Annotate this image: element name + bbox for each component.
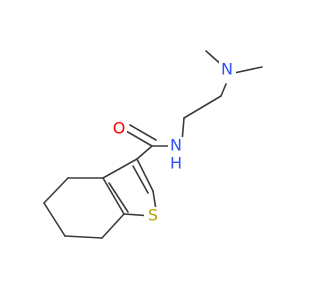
bond-methyl-2: [233, 66, 263, 74]
molecule-structure: O N H N S: [43, 50, 263, 239]
amine-nitrogen-atom-label: N: [221, 60, 233, 79]
molecule-canvas: O N H N S: [43, 50, 263, 239]
bond-thio-1: [102, 158, 138, 179]
bond-fused-1: [102, 177, 125, 215]
bond-carbonyl-c: [136, 145, 153, 160]
amide-nitrogen-atom-label: N: [170, 136, 182, 155]
bond-co-1: [125, 130, 153, 147]
sulfur-atom-label: S: [148, 206, 158, 225]
bond-chain-2: [183, 95, 222, 119]
bond-chain-3: [220, 83, 227, 97]
bond-ring-3: [43, 202, 66, 237]
bond-thio-2: [136, 158, 154, 192]
amide-h-label-bg: [168, 156, 185, 172]
bond-ring-4: [64, 235, 103, 239]
sulfur-label-bg: [144, 207, 162, 225]
bond-fused-1b: [108, 182, 129, 213]
amide-n-label-bg: [168, 137, 185, 155]
amine-n-label-bg: [219, 61, 236, 79]
bond-ring-5: [101, 213, 125, 239]
bond-ring-2: [43, 177, 69, 204]
bond-thio-2b: [132, 165, 149, 194]
amide-hydrogen-atom-label: H: [170, 154, 182, 173]
oxygen-label-bg: [111, 120, 127, 138]
oxygen-atom-label: O: [113, 119, 126, 138]
bond-co-2: [129, 124, 157, 141]
